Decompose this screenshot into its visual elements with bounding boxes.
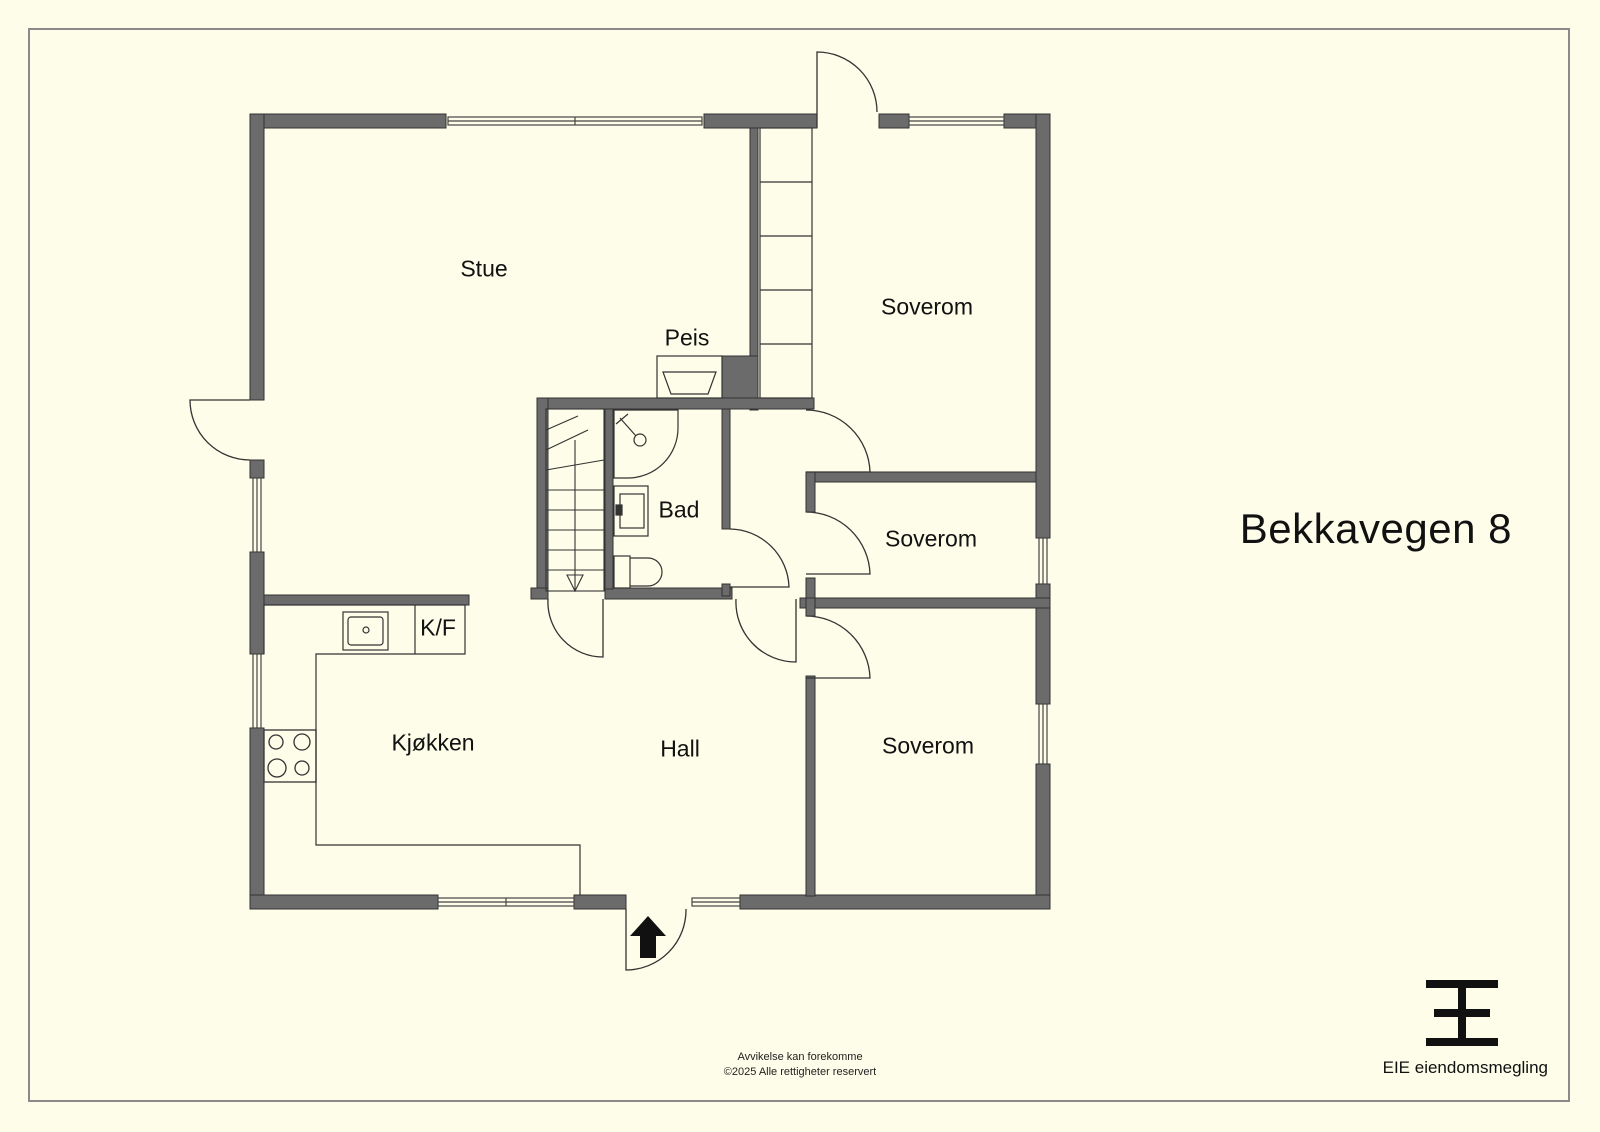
kitchen-counter	[263, 604, 581, 895]
room-label-soverom-1: Soverom	[880, 293, 974, 320]
toilet-icon	[613, 555, 663, 589]
stove-icon	[263, 729, 317, 783]
doors	[189, 51, 878, 971]
room-label-kjokken: Kjøkken	[391, 729, 475, 756]
shower-icon	[613, 409, 679, 479]
page-frame	[28, 28, 1570, 1102]
staircase-strip	[759, 127, 813, 399]
entrance-arrow-icon	[630, 916, 666, 958]
disclaimer-line-1: Avvikelse kan forekomme	[737, 1051, 863, 1063]
room-label-stue: Stue	[460, 255, 508, 282]
room-label-bad: Bad	[658, 496, 700, 523]
windows	[252, 116, 1048, 907]
staircase	[545, 408, 605, 593]
room-label-hall: Hall	[660, 735, 700, 762]
brand-name: EIE eiendomsmegling	[1382, 1058, 1548, 1077]
fireplace-icon	[656, 355, 723, 399]
disclaimer-line-2: ©2025 Alle rettigheter reservert	[723, 1066, 877, 1078]
sink-icon	[613, 485, 649, 537]
room-label-peis: Peis	[664, 324, 710, 351]
room-label-kf: K/F	[420, 614, 456, 641]
eie-logo-icon	[1426, 980, 1498, 1046]
interior-walls	[263, 127, 1051, 897]
exterior-walls	[249, 113, 1051, 910]
room-label-soverom-2: Soverom	[884, 525, 978, 552]
disclaimer: Avvikelse kan forekomme ©2025 Alle retti…	[724, 1050, 876, 1080]
room-label-soverom-3: Soverom	[881, 732, 975, 759]
property-address: Bekkavegen 8	[1239, 505, 1512, 552]
kitchen-sink-icon	[342, 611, 389, 651]
